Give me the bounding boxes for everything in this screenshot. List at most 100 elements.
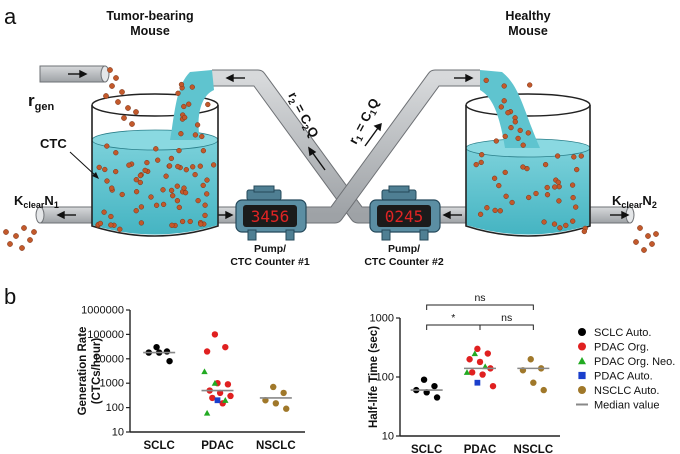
legend-label: PDAC Auto.	[594, 371, 653, 383]
significance-label: *	[451, 312, 455, 324]
ctc-cell	[182, 114, 188, 121]
ctc-cell	[484, 205, 490, 211]
ctc-cell	[113, 150, 119, 156]
ctc-cell	[641, 247, 647, 253]
data-point	[280, 389, 287, 397]
x-category-label: NSCLC	[256, 440, 296, 452]
ctc-cell	[175, 90, 181, 96]
ctc-cell	[178, 81, 185, 88]
ctc-cell	[633, 239, 639, 245]
ctc-cell	[533, 190, 539, 197]
ctc-cell	[653, 231, 659, 237]
y-tick-label: 1000	[100, 378, 124, 390]
ctc-cell	[204, 177, 210, 183]
healthy-mouse-title-line1: Healthy	[505, 9, 550, 23]
tumor-mouse-title-line2: Mouse	[130, 24, 170, 38]
ctc-cell	[556, 184, 562, 190]
ctc-cell	[520, 164, 526, 170]
ctc-cell	[138, 220, 145, 226]
ctc-cell	[502, 133, 508, 140]
pump1-label-line2: CTC Counter #1	[230, 256, 310, 268]
pump1-display-digits: 3456	[251, 207, 290, 226]
y-tick-label: 10	[112, 427, 124, 439]
significance-label: ns	[501, 312, 512, 324]
ctc-cell	[176, 147, 182, 154]
data-point	[474, 345, 481, 353]
panel-b-letter: b	[4, 284, 16, 309]
ctc-cell	[189, 84, 195, 90]
ctc-cell	[97, 220, 104, 227]
y-tick-label: 1000	[370, 313, 394, 325]
data-point	[166, 357, 173, 365]
pump1-display-screen	[243, 205, 297, 227]
ctc-cell	[182, 190, 189, 196]
data-point	[201, 368, 208, 375]
ctc-cell	[153, 146, 159, 152]
data-point	[463, 369, 471, 375]
pump2-label-line1: Pump/	[388, 243, 420, 255]
ctc-cell	[649, 241, 655, 247]
ctc-cell	[113, 168, 119, 175]
ctc-cell	[210, 162, 217, 168]
ctc-cells	[3, 67, 659, 253]
legend-label: PDAC Org. Neo.	[594, 356, 675, 368]
ctc-cell	[101, 209, 107, 215]
data-point	[222, 343, 229, 351]
healthy-inflow-stream	[480, 70, 540, 148]
ctc-cell	[103, 93, 109, 99]
data-point	[530, 379, 537, 386]
ctc-cell	[202, 202, 208, 208]
ctc-cell	[174, 198, 181, 204]
ctc-cell	[160, 187, 166, 193]
ctc-cell	[96, 164, 102, 171]
ctc-cell	[125, 105, 131, 111]
ctc-cell	[581, 228, 587, 235]
ctc-cell	[555, 179, 561, 185]
ctc-cell	[192, 171, 198, 178]
ctc-cell	[117, 226, 123, 232]
ctc-cell	[148, 194, 154, 200]
ctc-cell	[517, 127, 523, 134]
ctc-cell	[492, 207, 498, 214]
pump-counter-2: 0245	[369, 185, 441, 241]
data-point	[484, 350, 491, 357]
ctc-cell	[133, 177, 139, 183]
ctc-cell	[174, 183, 180, 189]
ctc-cell	[496, 182, 502, 189]
kclear-n2-label: KclearN2	[612, 193, 657, 210]
ctc-cell	[554, 153, 561, 159]
ctc-cell	[115, 99, 121, 105]
ctc-cell	[169, 222, 175, 228]
data-point	[203, 348, 211, 355]
ctc-cell	[473, 161, 479, 168]
ctc-cell	[497, 208, 503, 214]
data-point	[270, 383, 277, 391]
ctc-cell	[541, 219, 547, 225]
ctc-cell	[129, 121, 135, 127]
kclear-n1-label: KclearN1	[14, 193, 59, 210]
ctc-cell	[202, 212, 208, 219]
ctc-cell	[19, 245, 25, 251]
ctc-cell	[200, 182, 206, 189]
ctc-cell	[168, 187, 175, 194]
y-tick-label: 100	[376, 372, 394, 384]
pump1-label-line1: Pump/	[254, 243, 286, 255]
ctc-cell	[502, 169, 508, 176]
y-axis-label: (CTCs/hour)	[91, 338, 103, 405]
pump-counter-1: 3456	[235, 185, 307, 241]
data-point	[433, 394, 441, 401]
data-point	[476, 358, 484, 366]
ctc-cell	[483, 77, 489, 84]
ctc-cell	[515, 135, 521, 142]
legend-label: SCLC Auto.	[594, 327, 651, 339]
ctc-cell	[178, 131, 184, 137]
ctc-cell	[195, 197, 201, 204]
ctc-cell	[181, 103, 187, 110]
data-point	[209, 394, 216, 402]
ctc-cell	[7, 241, 13, 247]
ctc-cell	[645, 233, 651, 239]
ctc-cell	[102, 166, 108, 173]
